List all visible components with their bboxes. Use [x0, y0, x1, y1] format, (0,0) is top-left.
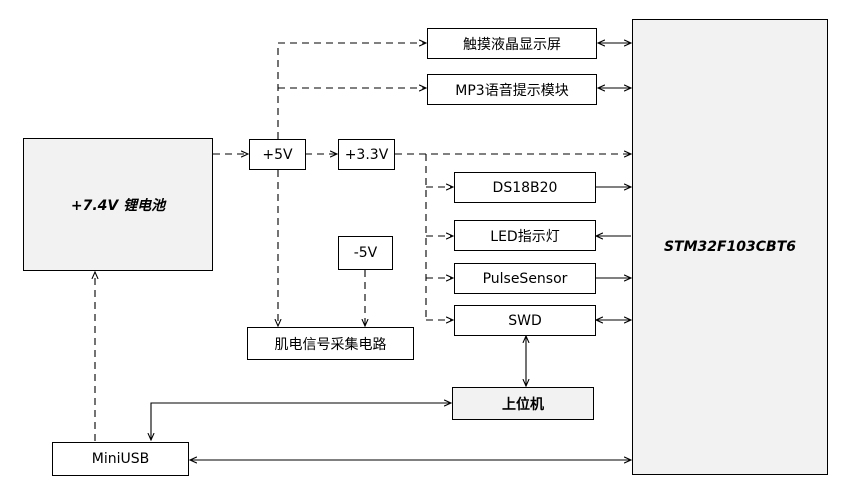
neg5v-block: -5V [338, 236, 393, 270]
3v3-regulator-block: +3.3V [338, 139, 395, 170]
emg-circuit-block: 肌电信号采集电路 [247, 327, 414, 360]
battery-block: +7.4V 锂电池 [23, 138, 213, 271]
host-pc-block: 上位机 [452, 387, 594, 420]
wire-5v-to-lcd [277, 43, 426, 139]
lcd-block: 触摸液晶显示屏 [427, 28, 597, 59]
pulsesensor-block: PulseSensor [454, 263, 596, 294]
miniusb-block: MiniUSB [52, 442, 189, 476]
mp3-block: MP3语音提示模块 [427, 74, 597, 105]
mcu-block: STM32F103CBT6 [632, 19, 828, 475]
swd-block: SWD [454, 305, 596, 336]
wire-pc-usb [151, 403, 451, 440]
led-block: LED指示灯 [454, 220, 596, 251]
ds18b20-block: DS18B20 [454, 172, 596, 203]
5v-regulator-block: +5V [249, 139, 306, 170]
